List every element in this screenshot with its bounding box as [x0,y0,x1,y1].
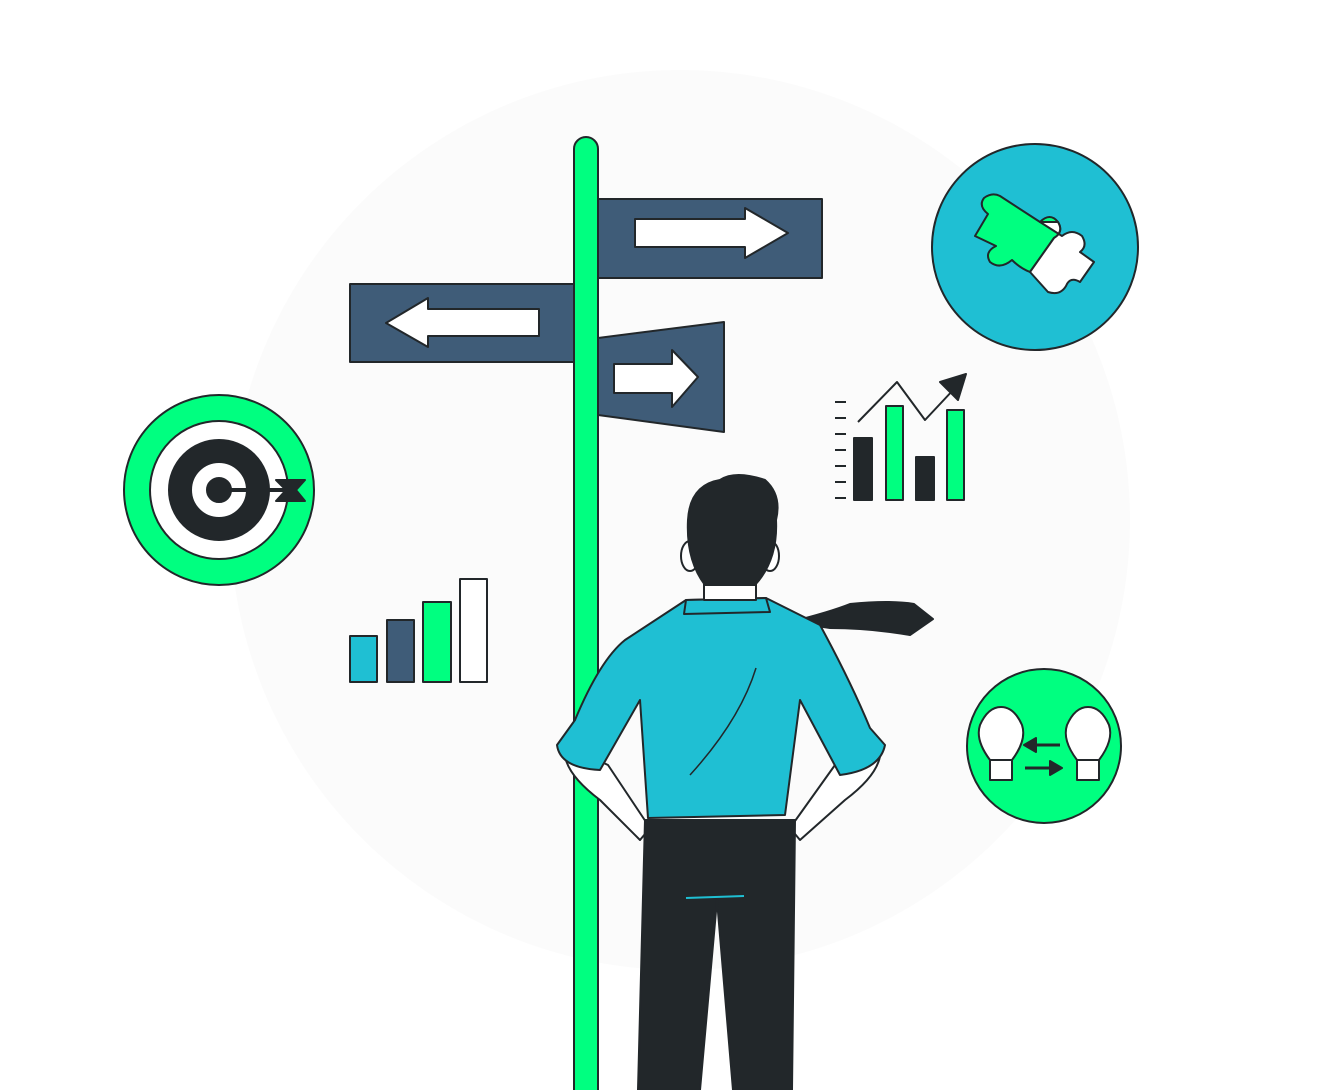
growth-chart-icon [835,373,967,501]
lightbulb-exchange-icon [966,668,1122,824]
signpost-icon [349,136,823,1090]
shirt [556,597,886,819]
puzzle-icon [931,143,1139,351]
head [686,474,779,586]
target-icon [123,394,315,586]
arrow-right-icon [634,207,789,259]
tie [789,601,934,636]
arrow-right-icon [613,349,699,408]
man-figure [556,474,934,1090]
bar-chart-icon [349,578,488,683]
pole [573,136,599,1090]
pants [637,819,796,1090]
arrow-left-icon [385,297,540,348]
